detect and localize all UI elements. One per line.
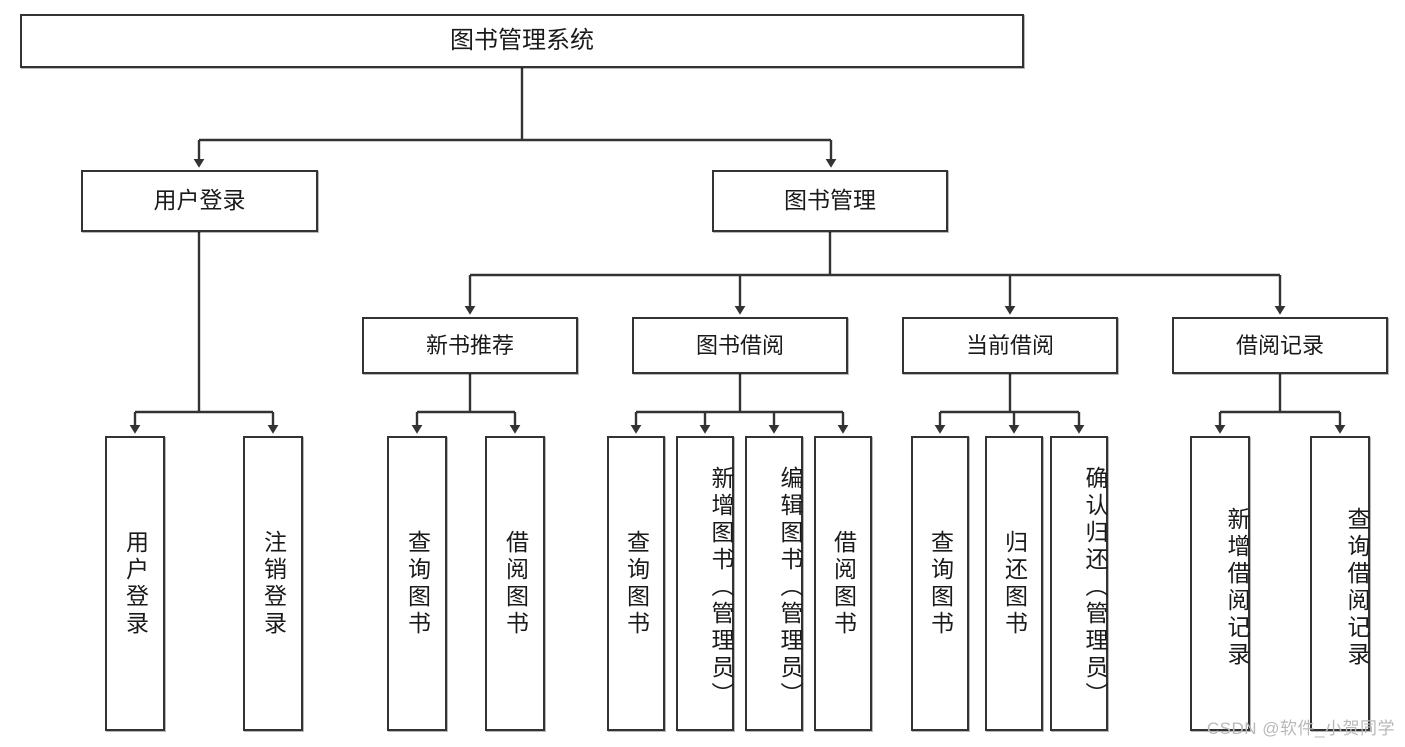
leaf-node[interactable]: 借阅图书 [814,436,872,731]
leaf-node-label: 新增图书（管理员） [708,466,734,709]
leaf-node-label: 查询借阅记录 [1344,506,1370,669]
node-borrow-record[interactable]: 借阅记录 [1172,317,1388,374]
leaf-node-label: 用户登录 [122,529,149,638]
node-book-borrow[interactable]: 图书借阅 [632,317,848,374]
leaf-node-label: 查询图书 [927,529,954,638]
leaf-node[interactable]: 查询图书 [387,436,447,731]
leaf-node-label: 借阅图书 [830,529,857,638]
leaf-node[interactable]: 确认归还（管理员） [1050,436,1108,731]
node-current-borrow-label: 当前借阅 [965,332,1054,358]
leaf-node-label: 注销登录 [260,529,287,638]
leaf-node[interactable]: 新增图书（管理员） [676,436,734,731]
node-book-borrow-label: 图书借阅 [695,332,784,358]
node-borrow-record-label: 借阅记录 [1235,332,1324,358]
leaf-node-label: 查询图书 [404,529,431,638]
leaf-node-label: 借阅图书 [502,529,529,638]
node-new-book-recommend[interactable]: 新书推荐 [362,317,578,374]
leaf-node-label: 确认归还（管理员） [1082,466,1108,709]
leaf-node[interactable]: 用户登录 [105,436,165,731]
node-user-login-label: 用户登录 [153,187,246,214]
node-book-management-label: 图书管理 [784,187,876,214]
node-book-management[interactable]: 图书管理 [712,170,948,232]
leaf-node[interactable]: 查询图书 [607,436,665,731]
node-root-label: 图书管理系统 [450,26,594,54]
node-current-borrow[interactable]: 当前借阅 [902,317,1118,374]
node-user-login[interactable]: 用户登录 [81,170,318,232]
leaf-node[interactable]: 归还图书 [985,436,1043,731]
leaf-node[interactable]: 借阅图书 [485,436,545,731]
node-new-book-recommend-label: 新书推荐 [425,332,514,358]
leaf-node-label: 归还图书 [1001,529,1028,638]
leaf-node[interactable]: 查询图书 [911,436,969,731]
leaf-node-label: 新增借阅记录 [1224,506,1250,669]
leaf-node-label: 编辑图书（管理员） [777,466,803,709]
leaf-node[interactable]: 查询借阅记录 [1310,436,1370,731]
leaf-node-label: 查询图书 [623,529,650,638]
node-root[interactable]: 图书管理系统 [20,14,1024,68]
leaf-node[interactable]: 编辑图书（管理员） [745,436,803,731]
leaf-node[interactable]: 注销登录 [243,436,303,731]
leaf-node[interactable]: 新增借阅记录 [1190,436,1250,731]
